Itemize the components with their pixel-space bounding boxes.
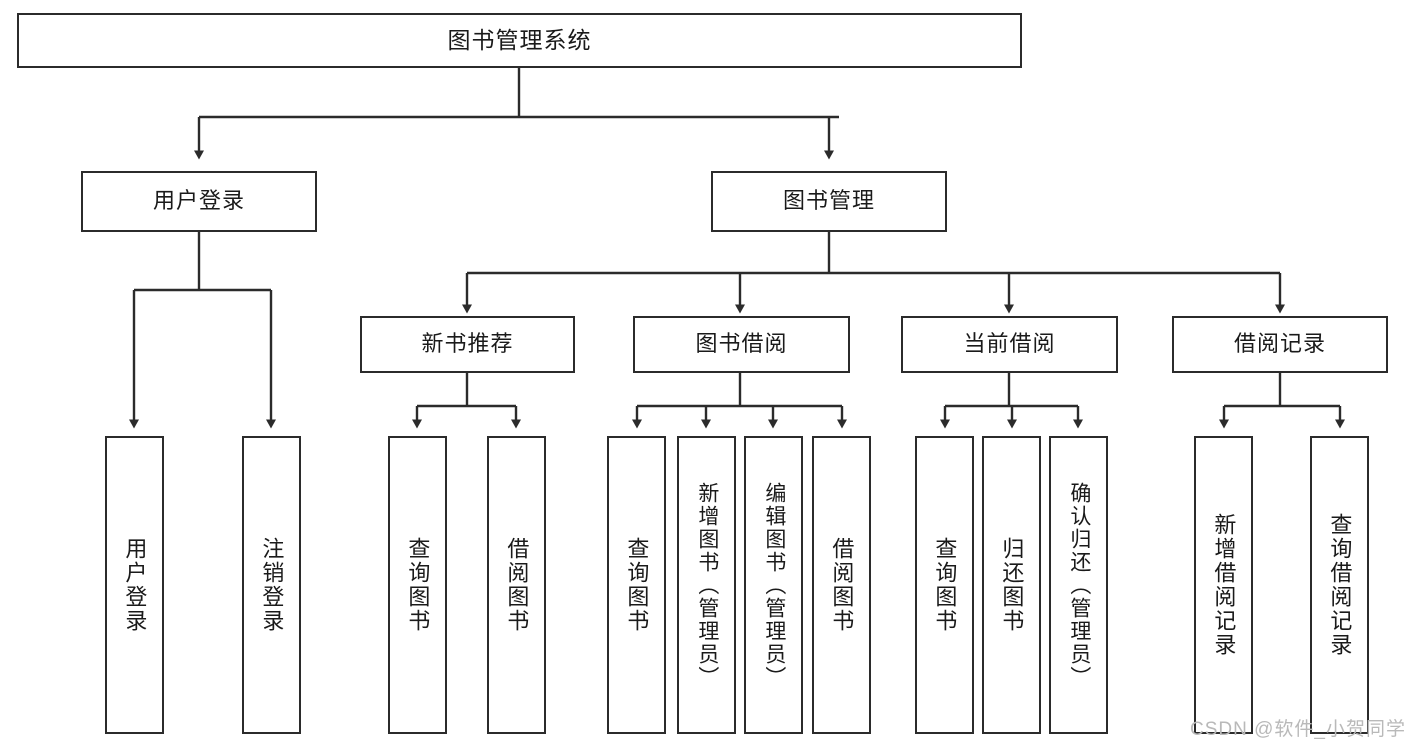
node-book-manage[interactable]: 图书管理 [711, 171, 947, 232]
node-leaf-confirm-return-label: 确认归还（管理员） [1067, 481, 1091, 689]
node-leaf-edit-book-label: 编辑图书（管理员） [762, 481, 786, 689]
node-borrow-record-label: 借阅记录 [1233, 331, 1326, 357]
node-book-borrow[interactable]: 图书借阅 [633, 316, 850, 373]
node-borrow-record[interactable]: 借阅记录 [1172, 316, 1388, 373]
node-leaf-return-book[interactable]: 归还图书 [982, 436, 1041, 734]
node-new-book-rec[interactable]: 新书推荐 [360, 316, 575, 373]
node-leaf-query-book-1-label: 查询图书 [405, 537, 431, 633]
node-leaf-query-book-3-label: 查询图书 [932, 537, 958, 633]
node-leaf-borrow-book-1[interactable]: 借阅图书 [487, 436, 546, 734]
node-leaf-query-book-1[interactable]: 查询图书 [388, 436, 447, 734]
node-current-borrow-label: 当前借阅 [963, 331, 1056, 357]
node-leaf-user-login-label: 用户登录 [122, 537, 148, 633]
node-leaf-edit-book[interactable]: 编辑图书（管理员） [744, 436, 803, 734]
node-book-manage-label: 图书管理 [782, 188, 875, 214]
node-leaf-add-record-label: 新增借阅记录 [1211, 513, 1237, 657]
node-leaf-return-book-label: 归还图书 [999, 537, 1025, 633]
csdn-watermark: CSDN @软件_小贺同学 [1190, 719, 1405, 740]
node-user-login-label: 用户登录 [152, 188, 245, 214]
node-user-login[interactable]: 用户登录 [81, 171, 317, 232]
node-book-borrow-label: 图书借阅 [695, 331, 788, 357]
node-leaf-borrow-book-1-label: 借阅图书 [504, 537, 530, 633]
node-leaf-add-book-label: 新增图书（管理员） [695, 481, 719, 689]
node-current-borrow[interactable]: 当前借阅 [901, 316, 1118, 373]
node-root[interactable]: 图书管理系统 [17, 13, 1022, 68]
node-root-label: 图书管理系统 [447, 26, 592, 53]
node-leaf-confirm-return[interactable]: 确认归还（管理员） [1049, 436, 1108, 734]
node-leaf-add-record[interactable]: 新增借阅记录 [1194, 436, 1253, 734]
node-leaf-query-book-2[interactable]: 查询图书 [607, 436, 666, 734]
node-leaf-logout-label: 注销登录 [259, 537, 285, 633]
node-leaf-logout[interactable]: 注销登录 [242, 436, 301, 734]
node-leaf-query-book-3[interactable]: 查询图书 [915, 436, 974, 734]
node-leaf-add-book[interactable]: 新增图书（管理员） [677, 436, 736, 734]
node-new-book-rec-label: 新书推荐 [421, 331, 514, 357]
node-leaf-user-login[interactable]: 用户登录 [105, 436, 164, 734]
node-leaf-query-record[interactable]: 查询借阅记录 [1310, 436, 1369, 734]
node-leaf-borrow-book-2-label: 借阅图书 [829, 537, 855, 633]
node-leaf-query-book-2-label: 查询图书 [624, 537, 650, 633]
node-leaf-borrow-book-2[interactable]: 借阅图书 [812, 436, 871, 734]
node-leaf-query-record-label: 查询借阅记录 [1327, 513, 1353, 657]
